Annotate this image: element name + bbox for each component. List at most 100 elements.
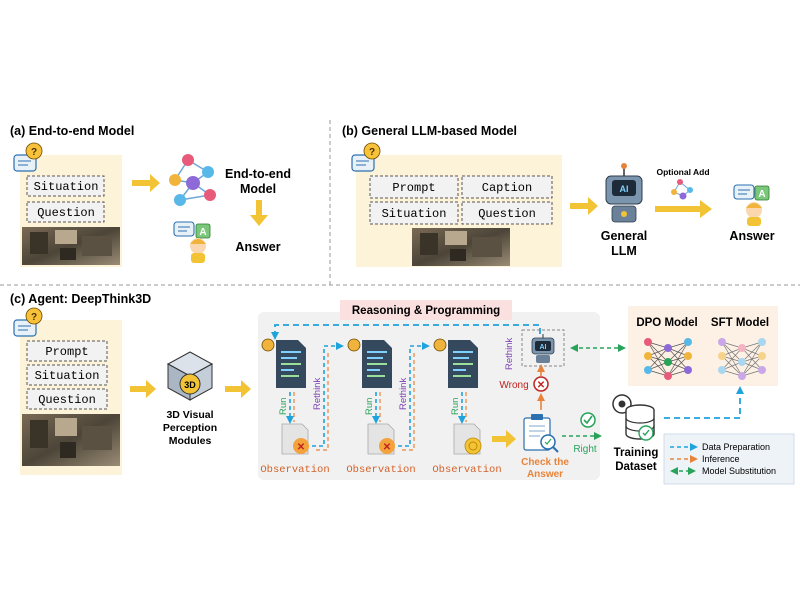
rethink-arrow (312, 342, 344, 447)
training-label-line2: Dataset (615, 461, 657, 473)
svg-text:?: ? (31, 312, 37, 323)
panel-a-title: (a) End-to-end Model (10, 124, 134, 138)
training-dataset-icon (612, 394, 655, 441)
observation-label: Observation (432, 464, 501, 476)
rethink-arrow-orange (402, 350, 415, 451)
reasoning-area-bg (258, 312, 600, 480)
run-label: Run (364, 398, 375, 415)
check-answer-icon (523, 414, 559, 453)
code-file-icon (261, 338, 306, 388)
panel-c: (c) Agent: DeepThink3D ? Prompt Situatio… (10, 292, 795, 485)
arrow-yellow (655, 200, 712, 218)
rethink-label: Rethink (398, 378, 409, 410)
rethink-arrow (398, 342, 430, 447)
panel-b: (b) General LLM-based Model ? Prompt Cap… (342, 124, 775, 267)
legend-item: Data Preparation (670, 442, 770, 452)
observation-fail-icon: ✕ (281, 423, 309, 455)
rethink-label: Rethink (312, 378, 323, 410)
rethink-label: Rethink (504, 338, 515, 370)
question-bubble-icon: ? (13, 307, 43, 337)
perception-line2: Perception (163, 422, 217, 434)
3d-scene-image (22, 414, 120, 466)
right-label: Right (573, 444, 597, 455)
llm-label-line1: General (601, 229, 648, 243)
svg-text:A: A (758, 189, 765, 200)
perception-line3: Modules (169, 435, 212, 447)
arrow-yellow (492, 430, 516, 448)
check-label-line2: Answer (527, 469, 563, 480)
svg-text:AI: AI (620, 184, 629, 194)
situation-box-label: Situation (34, 180, 99, 194)
prompt-box (26, 340, 108, 362)
svg-text:Inference: Inference (702, 454, 740, 464)
svg-text:✕: ✕ (383, 442, 391, 453)
question-bubble-icon: ? (13, 142, 43, 172)
observation-label: Observation (260, 464, 329, 476)
observation-coin-icon (453, 423, 482, 455)
svg-text:✕: ✕ (537, 380, 545, 391)
reasoning-title: Reasoning & Programming (352, 305, 500, 317)
prompt-box (369, 175, 459, 199)
3d-scene-image (412, 228, 510, 266)
svg-text:✕: ✕ (297, 442, 305, 453)
wrong-icon: ✕ (533, 376, 549, 392)
model-label-line2: Model (240, 182, 276, 196)
small-network-icon (671, 179, 693, 200)
rethink-arrow-orange (316, 350, 329, 451)
panel-a-answer: Answer (235, 240, 280, 254)
panel-b-title: (b) General LLM-based Model (342, 124, 517, 138)
question-box-label: Question (38, 393, 96, 407)
arrow-yellow-down (250, 200, 268, 226)
sft-model-label: SFT Model (711, 317, 769, 329)
code-file-icon (347, 338, 392, 388)
svg-text:?: ? (31, 147, 37, 158)
optional-add-label: Optional Add (656, 167, 709, 177)
situation-box-label: Situation (382, 207, 447, 221)
sft-network-icon (718, 338, 766, 380)
svg-text:Data Preparation: Data Preparation (702, 442, 770, 452)
training-label-line1: Training (614, 447, 659, 459)
perception-line1: 3D Visual (166, 409, 213, 421)
svg-text:?: ? (369, 147, 375, 158)
3d-scene-image (22, 227, 120, 265)
panel-c-title: (c) Agent: DeepThink3D (10, 292, 151, 306)
arrow-yellow (570, 197, 598, 215)
answer-person-icon: A (173, 221, 211, 263)
caption-box (461, 175, 553, 199)
svg-text:A: A (199, 227, 206, 238)
svg-text:3D: 3D (184, 380, 196, 390)
legend-item: Model Substitution (670, 466, 776, 476)
legend-item: Inference (670, 454, 740, 464)
question-box (26, 388, 108, 410)
situation-box (26, 364, 108, 386)
arrow-yellow (132, 174, 160, 192)
observation-label: Observation (346, 464, 415, 476)
situation-box (369, 201, 459, 225)
reasoning-title-bg (340, 300, 512, 320)
arrow-yellow (225, 380, 251, 398)
caption-box-label: Caption (482, 181, 532, 195)
model-label-line1: End-to-end (225, 167, 291, 181)
data-prep-to-model-line (664, 386, 744, 419)
dpo-model-label: DPO Model (636, 317, 697, 329)
observation-fail-icon: ✕ (367, 423, 395, 455)
question-box (26, 201, 105, 223)
question-box-label: Question (478, 207, 536, 221)
llm-label-line2: LLM (611, 244, 637, 258)
network-icon (169, 154, 216, 206)
situation-box (26, 175, 105, 197)
wrong-label: Wrong (499, 380, 528, 391)
right-check-icon (580, 412, 596, 428)
prompt-box-label: Prompt (45, 345, 88, 359)
arrow-yellow (130, 380, 156, 398)
prompt-box-label: Prompt (392, 181, 435, 195)
situation-box-label: Situation (35, 369, 100, 383)
panel-b-answer: Answer (729, 229, 774, 243)
blue-feedback-line (271, 324, 541, 344)
answer-person-icon: A (733, 184, 770, 226)
question-box (461, 201, 553, 225)
code-file-icon (433, 338, 478, 388)
question-box-label: Question (37, 206, 95, 220)
cube-3d-icon: 3D (166, 351, 214, 401)
